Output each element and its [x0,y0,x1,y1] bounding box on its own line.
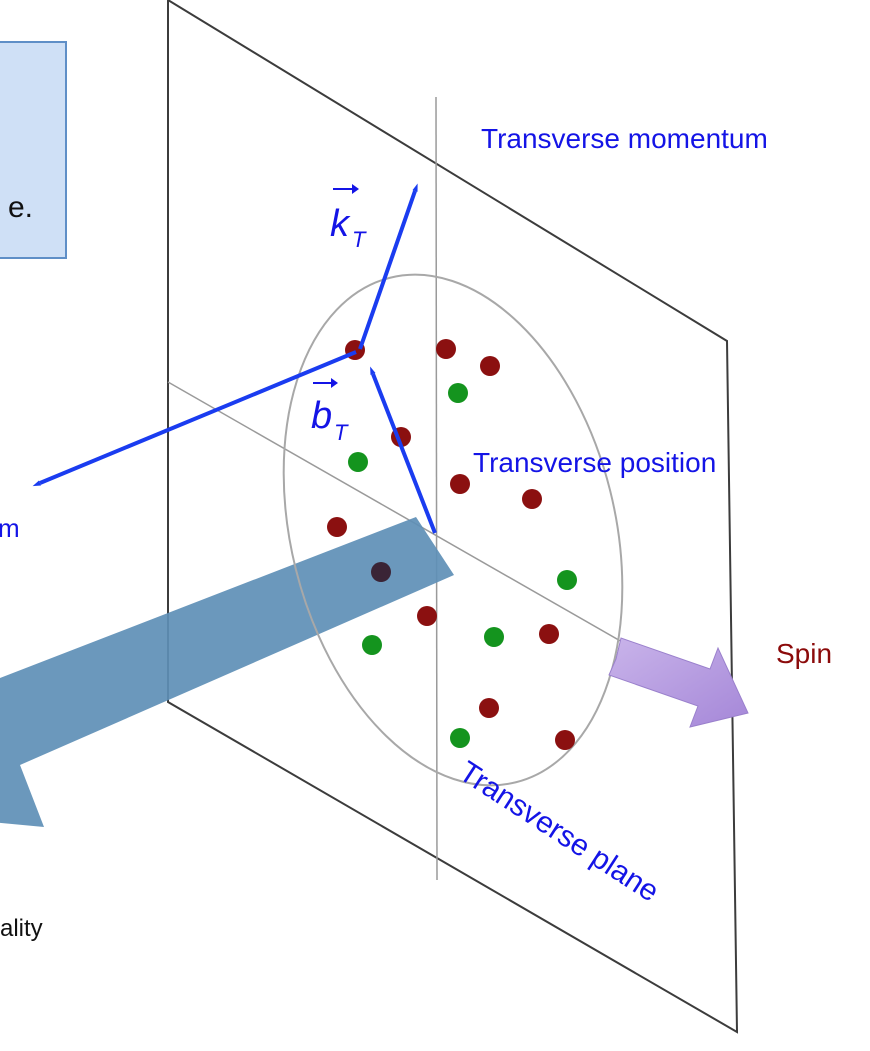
transverse-position-label: Transverse position [473,447,716,478]
b-T-letter: b [311,395,332,437]
beam-arrow [0,517,454,827]
parton-dot-green [348,452,368,472]
spin-arrow [608,637,749,728]
k-T-overline-arrowhead [352,184,359,194]
k-T-letter: k [330,203,351,245]
callout-box: e. [0,41,67,259]
parton-dot-green [484,627,504,647]
b-T-subscript: T [334,420,349,445]
parton-dot-green [362,635,382,655]
b-T-overline-arrowhead [331,378,338,388]
parton-dot-red [480,356,500,376]
k-T-subscript: T [352,227,367,252]
parton-dot-red [436,339,456,359]
parton-dot-red [417,606,437,626]
longitudinal-vector [32,350,357,487]
bottom-clipped-label: ality [0,915,43,942]
parton-dot-red [327,517,347,537]
parton-distribution-ellipse [282,273,624,787]
parton-dot-dark [371,562,391,582]
vector-arrows [32,183,437,534]
b-T-label: b T [311,378,349,445]
k-T-label: k T [330,184,367,252]
parton-dot-green [450,728,470,748]
parton-dot-green [557,570,577,590]
parton-dot-red [450,474,470,494]
left-clipped-label: m [0,513,20,543]
parton-dot-red [479,698,499,718]
b-T-vector [370,366,437,534]
k-T-vector [358,183,418,350]
parton-dot-red [539,624,559,644]
callout-text-fragment: e. [8,191,33,224]
parton-dots [327,339,577,750]
parton-dot-red [522,489,542,509]
spin-label: Spin [776,638,832,669]
plane-vertical-axis [435,96,438,881]
parton-dot-green [448,383,468,403]
transverse-momentum-label: Transverse momentum [481,123,768,154]
parton-dot-red [555,730,575,750]
